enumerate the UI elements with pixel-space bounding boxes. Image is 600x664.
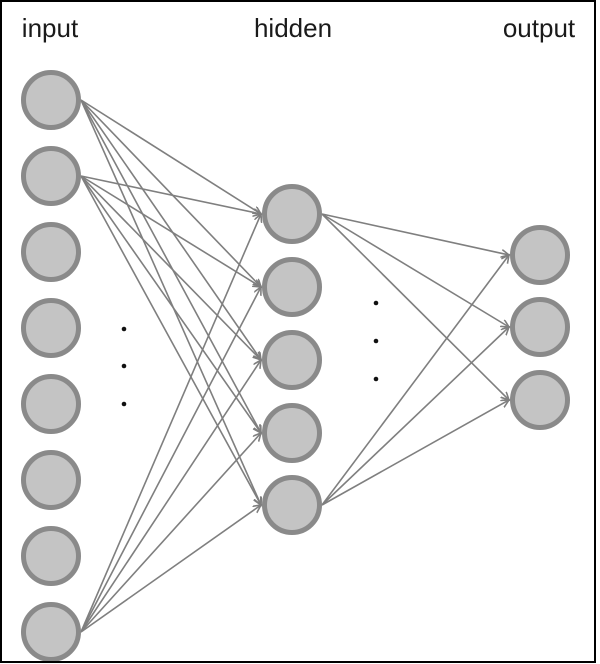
connection-input.1-to-hidden.2 (80, 175, 261, 360)
input-node-7 (21, 526, 81, 586)
ellipsis-dot-1-3 (121, 401, 127, 407)
label-hidden-layer: hidden (253, 13, 333, 43)
input-node-8 (21, 602, 81, 662)
label-output-layer: output (502, 13, 576, 43)
connection-input.1-to-hidden.4 (80, 175, 261, 505)
connection-hidden.0-to-output.0 (321, 213, 509, 255)
output-node-1 (510, 225, 570, 285)
connection-input.7-to-hidden.1 (80, 287, 261, 633)
label-input-layer: input (21, 13, 79, 43)
hidden-node-3 (262, 330, 322, 390)
connection-input.7-to-hidden.3 (80, 433, 261, 633)
connection-input.0-to-hidden.1 (80, 99, 261, 287)
connection-input.1-to-hidden.0 (80, 175, 261, 214)
input-node-6 (21, 450, 81, 510)
connection-hidden.4-to-output.0 (321, 255, 509, 506)
output-node-2 (510, 297, 570, 357)
connection-input.1-to-hidden.3 (80, 175, 261, 433)
hidden-node-2 (262, 257, 322, 317)
connection-input.0-to-hidden.3 (80, 99, 261, 433)
connection-hidden.0-to-output.1 (321, 213, 509, 327)
ellipsis-dot-1-2 (121, 363, 127, 369)
hidden-node-4 (262, 403, 322, 463)
input-node-1 (21, 70, 81, 130)
connection-input.1-to-hidden.1 (80, 175, 261, 287)
ellipsis-dot-2-2 (373, 338, 379, 344)
connection-hidden.4-to-output.1 (321, 327, 509, 506)
input-node-3 (21, 222, 81, 282)
connection-input.7-to-hidden.4 (80, 505, 261, 633)
hidden-node-5 (262, 475, 322, 535)
hidden-node-1 (262, 184, 322, 244)
connection-hidden.4-to-output.2 (321, 400, 509, 506)
connection-input.0-to-hidden.4 (80, 99, 261, 505)
ellipsis-dot-2-1 (373, 300, 379, 306)
ellipsis-dot-1-1 (121, 326, 127, 332)
output-node-3 (510, 370, 570, 430)
connection-input.0-to-hidden.2 (80, 99, 261, 360)
input-node-4 (21, 298, 81, 358)
ellipsis-dot-2-3 (373, 376, 379, 382)
connection-hidden.0-to-output.2 (321, 213, 509, 400)
connection-input.7-to-hidden.2 (80, 360, 261, 633)
connection-input.7-to-hidden.0 (80, 214, 261, 633)
connection-input.0-to-hidden.0 (80, 99, 261, 214)
input-node-2 (21, 146, 81, 206)
input-node-5 (21, 374, 81, 434)
